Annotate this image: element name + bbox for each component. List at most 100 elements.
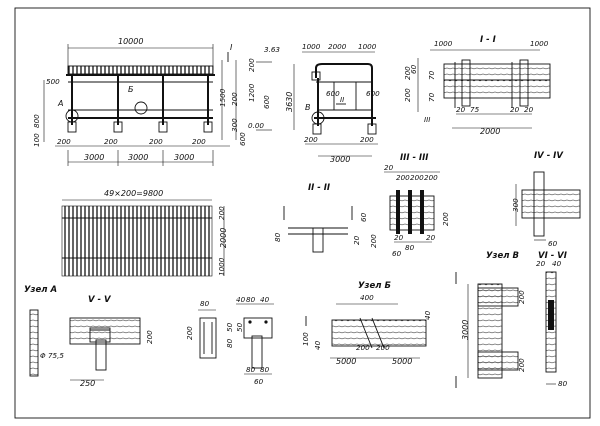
nd-left-2: 80	[225, 338, 234, 348]
nb-dim-40a: 40	[423, 310, 432, 320]
dim-200a: 200	[247, 58, 256, 72]
node-detail: 80 200 40 80 40 50 80 50 80 80 60	[185, 295, 274, 386]
s1-dim-2000: 2000	[480, 127, 500, 136]
nd-top-1: 40	[236, 295, 246, 304]
dim-bottom-3: 3000	[128, 153, 148, 162]
dim-300a: 300	[230, 118, 239, 132]
s1-left-3: 70	[427, 70, 436, 80]
nd-top-2: 80	[246, 295, 256, 304]
nd-b2: 60	[254, 377, 264, 386]
s2-dim-200: 200	[369, 234, 378, 248]
nd-b1: 80	[260, 365, 270, 374]
s1-dim-1000a: 1000	[434, 39, 453, 48]
nv-dim-200b: 200	[517, 358, 526, 372]
section-4-title: IV - IV	[534, 151, 564, 161]
s1-left-2: 200	[403, 88, 412, 102]
s3-right: 200	[441, 212, 450, 226]
fence-right-0: 200	[217, 206, 226, 220]
dim-overall-length: 10000	[118, 37, 143, 46]
section-2: II - II 80 20 200 60	[273, 183, 378, 253]
section-4: IV - IV 300 60	[511, 151, 581, 248]
section-6: VI - VI 20 40 80	[536, 251, 568, 388]
nb-dim-5000b: 5000	[392, 357, 412, 366]
dim-600b: 600	[238, 132, 247, 146]
s1-b0: 20	[456, 105, 466, 114]
nv-dim-200a: 200	[517, 290, 526, 304]
section-1-title: I - I	[480, 35, 496, 45]
callout-v-label: В	[305, 103, 311, 112]
elev-3-63: 3.63	[264, 45, 280, 54]
sheet-frame	[14, 7, 591, 419]
node-a: Узел А Φ 75,5 V - V 200 250	[24, 285, 154, 388]
section-6-title: VI - VI	[538, 251, 567, 261]
fence-right-1: 2000	[219, 228, 228, 248]
node-b-title: Узел Б	[358, 281, 391, 291]
side-elevation: 1000 2000 1000 В 600 600 3630 II 200 200…	[285, 42, 380, 164]
s3-top-3: 200	[424, 173, 438, 182]
side-dim-bottom-1: 3000	[330, 155, 350, 164]
s1-left-4: 70	[427, 92, 436, 102]
side-dim-bottom-2: 200	[360, 135, 374, 144]
s6-dim-20: 20	[536, 259, 546, 268]
node-a-title: Узел А	[24, 285, 57, 295]
section-2-title: II - II	[308, 183, 330, 193]
dim-bottom-5: 3000	[174, 153, 194, 162]
dim-200b: 200	[230, 92, 239, 106]
dim-bottom-2: 200	[104, 137, 118, 146]
nd-left-1: 50	[225, 322, 234, 332]
fence-dim: 49×200=9800	[104, 189, 163, 198]
s1-b1: 75	[470, 105, 480, 114]
s4-dim-60: 60	[548, 239, 558, 248]
callout-a-circle	[65, 109, 79, 123]
node-b: Узел Б 400 40 100 40 200 200 5000 5000	[301, 281, 432, 366]
s3-top-0: 20	[384, 163, 394, 172]
s2-dim-60: 60	[359, 212, 368, 222]
section-3-title: III - III	[400, 153, 428, 163]
callout-b-label: Б	[128, 85, 134, 94]
callout-a-label: А	[57, 99, 63, 108]
fence-right-2: 1000	[217, 257, 226, 276]
side-dim-3630: 3630	[285, 92, 294, 112]
s6-dim-40: 40	[552, 259, 562, 268]
nb-dim-200a: 200	[356, 343, 370, 352]
callout-v-circle	[311, 111, 325, 125]
dim-left-1: 800	[32, 114, 41, 128]
dim-bottom-6: 200	[192, 137, 206, 146]
nb-dim-40b: 40	[313, 340, 322, 350]
nd-dim-left-200: 200	[185, 326, 194, 340]
s3-b1: 80	[405, 243, 415, 252]
nv-dim-3000: 3000	[461, 320, 470, 340]
section-1: I - I 1000 1000 200 60 200 70 70 III 20 …	[403, 35, 551, 136]
side-dim-top-0: 1000	[302, 42, 321, 51]
nd-left-3: 50	[235, 322, 244, 332]
dim-1200: 1200	[247, 83, 256, 102]
dim-bottom-4: 200	[149, 137, 163, 146]
s1-b2: 20	[510, 105, 520, 114]
s3-top-1: 200	[396, 173, 410, 182]
node-a-dim-200: 200	[145, 330, 154, 344]
s1-mark: III	[424, 115, 430, 124]
callout-b-circle	[134, 101, 148, 115]
nb-dim-100: 100	[301, 332, 310, 346]
node-a-sub: V - V	[88, 295, 112, 305]
side-dim-top-2: 1000	[358, 42, 377, 51]
s1-left-0: 200	[403, 66, 412, 80]
s2-dim-80: 80	[273, 232, 282, 242]
elev-0-00: 0.00	[248, 121, 264, 130]
side-dim-600a: 600	[326, 89, 340, 98]
dim-1500: 1500	[218, 88, 227, 107]
s1-b3: 20	[524, 105, 534, 114]
dim-left-2: 100	[32, 133, 41, 147]
node-v-title: Узел В	[486, 251, 519, 261]
dim-bottom-1: 3000	[84, 153, 104, 162]
main-elevation: 10000 А Б 500 800 100 200 200 200	[32, 37, 280, 166]
dim-600: 600	[262, 95, 271, 109]
dim-left-0: 500	[46, 77, 60, 86]
nb-dim-200b: 200	[376, 343, 390, 352]
s1-left-1: 60	[409, 64, 418, 74]
nb-dim-400: 400	[360, 293, 374, 302]
side-dim-600b: 600	[366, 89, 380, 98]
side-dim-bottom-0: 200	[304, 135, 318, 144]
node-a-dim-250: 250	[80, 379, 95, 388]
